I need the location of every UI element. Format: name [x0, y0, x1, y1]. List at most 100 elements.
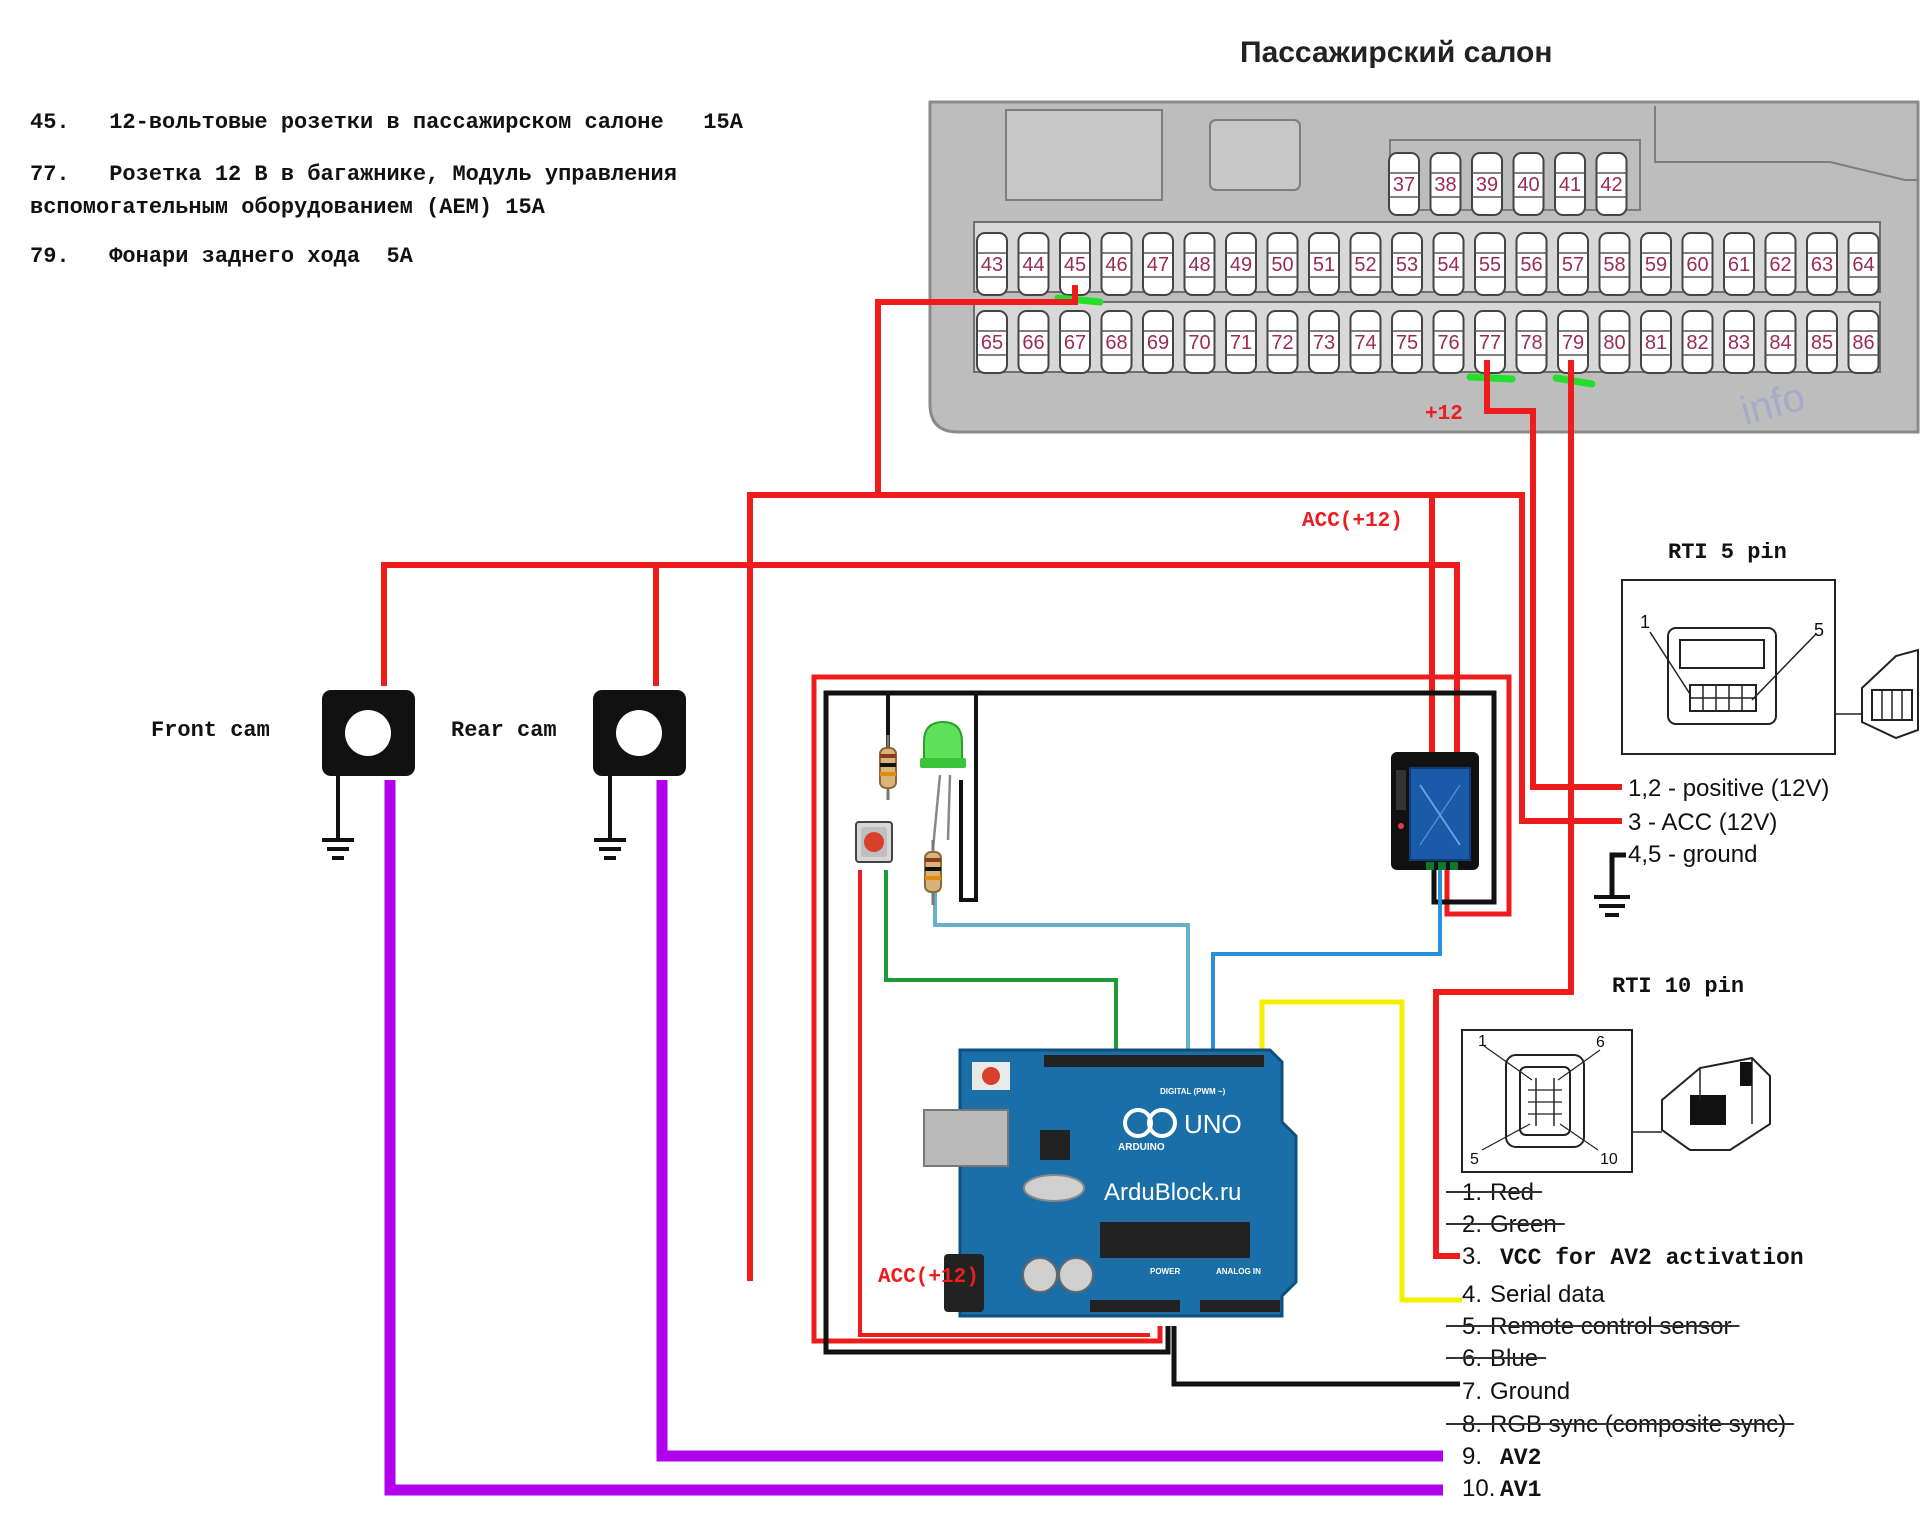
rti5-pin-5-mark: 5 — [1814, 620, 1824, 640]
rti10-pin-6-mark: 6 — [1596, 1034, 1605, 1051]
fuse-label-61: 61 — [1728, 254, 1750, 276]
fuse-37: 37 — [1388, 152, 1420, 216]
rti10-pin-row: 7.Ground — [1462, 1378, 1570, 1405]
fuse-label-75: 75 — [1396, 332, 1418, 354]
wire-button-signal — [884, 870, 1118, 1060]
fuse-label-53: 53 — [1396, 254, 1418, 276]
note-fuse-45: 45. 12-вольтовые розетки в пассажирском … — [30, 110, 744, 135]
resistor-1 — [879, 735, 897, 800]
rti10-pin-number: 10. — [1462, 1475, 1495, 1502]
fuse-78: 78 — [1515, 310, 1548, 374]
rti10-pin-text: AV1 — [1500, 1477, 1541, 1503]
fuse-38: 38 — [1429, 152, 1462, 216]
fuse-label-67: 67 — [1064, 332, 1086, 354]
fuse-82: 82 — [1681, 310, 1714, 374]
rti10-pin-number: 3. — [1462, 1243, 1482, 1270]
fuse-label-86: 86 — [1852, 332, 1874, 354]
fuse-72: 72 — [1266, 310, 1299, 374]
fuse-label-72: 72 — [1271, 332, 1293, 354]
fuse-46: 46 — [1100, 232, 1133, 296]
fuse-84: 84 — [1764, 310, 1797, 374]
note-fuse-77-b: вспомогательным оборудованием (AEM) 15A — [30, 195, 546, 220]
fuse-label-70: 70 — [1188, 332, 1210, 354]
arduino-power-label: POWER — [1150, 1267, 1180, 1276]
fuse-label-42: 42 — [1600, 174, 1622, 196]
rti5-ground-symbol — [1594, 895, 1630, 917]
fuse-label-83: 83 — [1728, 332, 1750, 354]
fuse-label-44: 44 — [1022, 254, 1044, 276]
fuse-label-80: 80 — [1603, 332, 1625, 354]
rti10-pin-text: AV2 — [1500, 1445, 1541, 1471]
fuse-label-47: 47 — [1147, 254, 1169, 276]
fuse-label-82: 82 — [1686, 332, 1708, 354]
rti10-pin-row: 4. Serial data — [1462, 1281, 1605, 1308]
rti10-pin-row: 3.VCC for AV2 activation — [1462, 1243, 1804, 1271]
fuse-73: 73 — [1308, 310, 1340, 374]
arduino-word: ARDUINO — [1118, 1142, 1165, 1153]
rti5-title: RTI 5 pin — [1668, 540, 1787, 565]
fuse-label-69: 69 — [1147, 332, 1169, 354]
fuse-49: 49 — [1225, 232, 1257, 296]
fuse-51: 51 — [1308, 232, 1340, 296]
wire-relay-loop — [811, 674, 1512, 1344]
fuse-77: 77 — [1474, 310, 1506, 374]
relay-module — [1391, 752, 1479, 870]
fuse-59: 59 — [1640, 232, 1672, 296]
rti10-pin-1-mark: 1 — [1478, 1033, 1487, 1050]
fuse-label-38: 38 — [1434, 174, 1456, 196]
fuse-53: 53 — [1391, 232, 1423, 296]
rti10-connector: RTI 10 pin 1 6 5 10 — [1461, 974, 1771, 1173]
fuse-83: 83 — [1723, 310, 1755, 374]
fuse-label-74: 74 — [1354, 332, 1376, 354]
rti10-pin-row: 1.Red — [1446, 1179, 1543, 1206]
rti10-pin-text: Ground — [1490, 1378, 1570, 1405]
fuse-74: 74 — [1349, 310, 1382, 374]
rti10-pin-text: Serial data — [1490, 1281, 1605, 1308]
fuse-40: 40 — [1512, 152, 1545, 216]
rti10-pin-number: 4. — [1462, 1281, 1482, 1308]
arduino-analog-label: ANALOG IN — [1216, 1267, 1261, 1276]
rti5-pin-row-3: 4,5 - ground — [1628, 841, 1757, 868]
note-fuse-79: 79. Фонари заднего хода 5A — [30, 244, 414, 269]
fuse-label-40: 40 — [1517, 174, 1539, 196]
fuse-label-84: 84 — [1769, 332, 1791, 354]
fuse-label-71: 71 — [1230, 332, 1252, 354]
front-cam-label: Front cam — [151, 718, 270, 743]
fuse-label-48: 48 — [1188, 254, 1210, 276]
fuse-label-51: 51 — [1313, 254, 1335, 276]
fuse-label-39: 39 — [1476, 174, 1498, 196]
rti10-plug — [1661, 1056, 1771, 1151]
fuse-label-81: 81 — [1645, 332, 1667, 354]
rti10-pin-row: 6.Blue — [1446, 1345, 1547, 1372]
rear-cam-label: Rear cam — [451, 718, 557, 743]
fuse-60: 60 — [1681, 232, 1714, 296]
wire-serial — [1259, 999, 1462, 1303]
fuse-70: 70 — [1183, 310, 1216, 374]
rti5-plug — [1861, 648, 1919, 740]
fuse-label-57: 57 — [1562, 254, 1584, 276]
fuse-61: 61 — [1723, 232, 1755, 296]
rear-camera — [593, 690, 686, 860]
fuse-label-60: 60 — [1686, 254, 1708, 276]
resistor-2 — [924, 840, 942, 905]
rti10-pin-5-mark: 5 — [1470, 1151, 1479, 1168]
video-wire-av1 — [384, 780, 1443, 1496]
fuse-68: 68 — [1100, 310, 1133, 374]
video-wire-av2 — [656, 780, 1443, 1462]
rti10-pin-row: 9.AV2 — [1462, 1443, 1541, 1471]
wires — [381, 285, 1626, 1496]
wire-led-loop — [959, 693, 978, 902]
rti5-connector: RTI 5 pin 1 5 1,2 - positive (12V) 3 - A… — [1621, 540, 1919, 868]
wire-relay-signal — [1211, 870, 1442, 1060]
rti10-pin-row: 10.AV1 — [1462, 1475, 1541, 1503]
fuse-label-49: 49 — [1230, 254, 1252, 276]
fuse-54: 54 — [1432, 232, 1465, 296]
wire-button-power — [858, 870, 1150, 1337]
rti5-pin-1-mark: 1 — [1640, 612, 1650, 632]
fuse-85: 85 — [1806, 310, 1838, 374]
wire-gnd-rti10 — [1171, 1326, 1460, 1387]
fuse-50: 50 — [1266, 232, 1299, 296]
